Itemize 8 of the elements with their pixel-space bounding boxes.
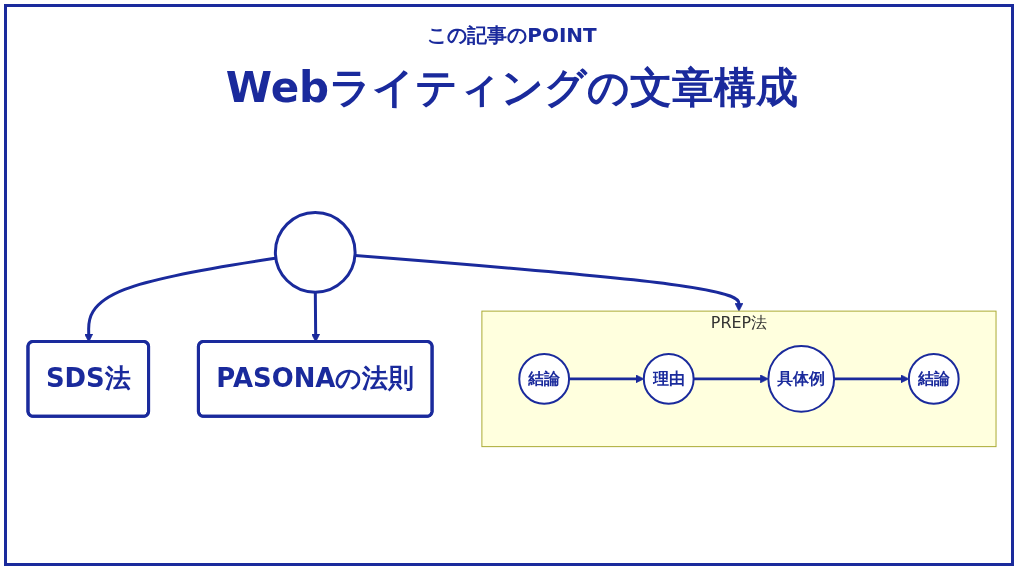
arrow bbox=[693, 374, 769, 384]
node-circle: 結論 bbox=[518, 352, 571, 405]
subtitle: この記事のPOINT bbox=[426, 22, 598, 49]
node-circle: 理由 bbox=[642, 352, 695, 405]
node-circle: 具体例 bbox=[767, 345, 836, 413]
node-circle: 結論 bbox=[907, 352, 960, 405]
node-circle bbox=[273, 211, 357, 294]
title: Webライティングの文章構成 bbox=[224, 62, 800, 114]
